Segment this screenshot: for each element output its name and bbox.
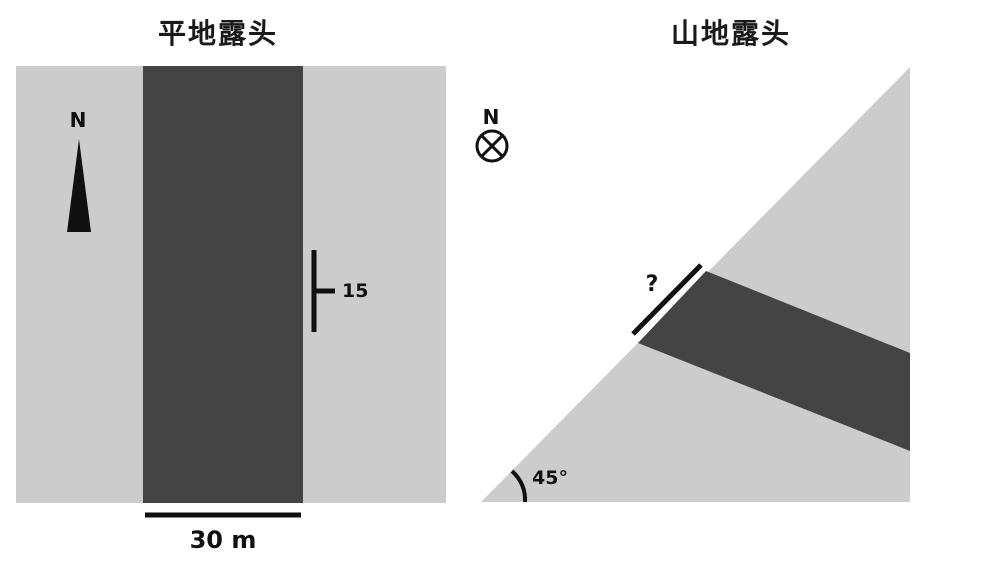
- unknown-angle-line: [631, 263, 703, 336]
- flat-outcrop-title: 平地露头: [157, 17, 278, 50]
- mountain-north-label: N: [483, 105, 500, 129]
- flat-outcrop-panel: N 15 30 m: [16, 66, 446, 554]
- slope-angle-arc: [510, 469, 528, 503]
- mountain-bed: [638, 271, 910, 451]
- dip-value-label: 15: [342, 280, 368, 302]
- flat-north-label: N: [70, 108, 87, 132]
- north-into-page-icon: [475, 129, 509, 163]
- north-arrow-icon: [67, 139, 91, 232]
- mountain-outcrop-panel: ? N 45°: [475, 67, 910, 503]
- strike-dip-symbol: [311, 250, 335, 332]
- mountain-outcrop-title: 山地露头: [670, 17, 791, 50]
- scale-label: 30 m: [190, 526, 257, 554]
- flat-bed: [143, 66, 303, 503]
- unknown-angle-label: ?: [646, 272, 659, 297]
- slope-angle-label: 45°: [532, 467, 568, 489]
